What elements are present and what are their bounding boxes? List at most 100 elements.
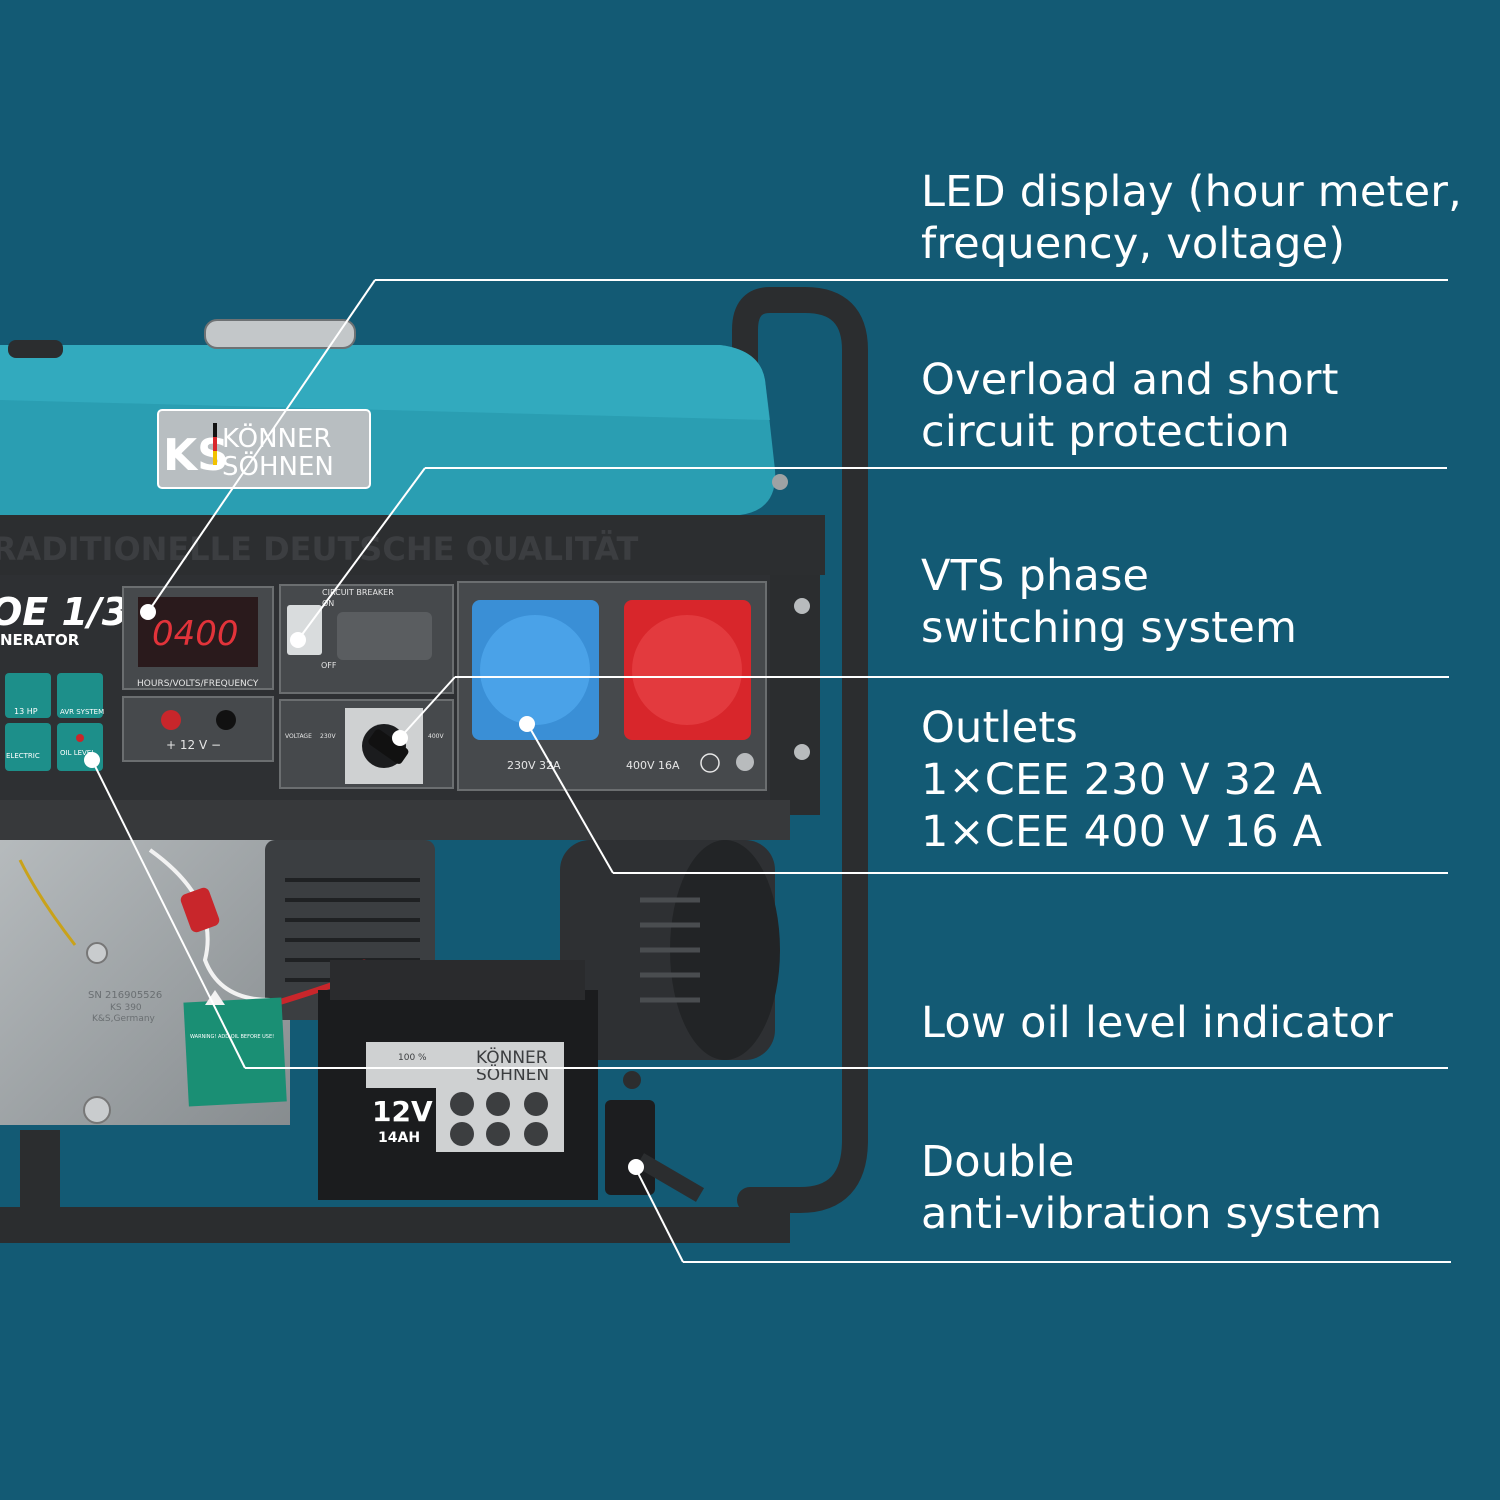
leader-vibration bbox=[634, 1166, 684, 1263]
housing-fins bbox=[640, 897, 700, 1003]
terminal-red bbox=[180, 887, 220, 933]
ground-icon bbox=[700, 753, 720, 773]
rule-oil bbox=[245, 1067, 1448, 1069]
rule-outlets bbox=[613, 872, 1448, 874]
leader-vts bbox=[397, 676, 456, 741]
callout-led-display: LED display (hour meter, frequency, volt… bbox=[921, 167, 1462, 269]
dot-vibration bbox=[628, 1159, 644, 1175]
base-rail bbox=[635, 1153, 705, 1202]
base-foot bbox=[20, 1130, 60, 1210]
warning-triangle-icon bbox=[205, 990, 225, 1005]
ground-terminal[interactable] bbox=[736, 753, 754, 771]
badge-hp bbox=[5, 673, 51, 718]
flag-gold bbox=[213, 451, 217, 465]
battery-brand-1: KÖNNER bbox=[476, 1046, 548, 1068]
vibration-mount bbox=[605, 1100, 655, 1195]
battery-qc: 100 % bbox=[398, 1053, 427, 1063]
leader-led-display bbox=[147, 279, 376, 613]
oil-warning-sticker bbox=[183, 997, 287, 1107]
breaker-window bbox=[337, 612, 432, 660]
vts-230: 230V bbox=[320, 733, 336, 740]
badge-avr-label: AVR SYSTEM bbox=[60, 708, 104, 716]
dc-terminal-plus[interactable] bbox=[161, 710, 181, 730]
mount-bolt bbox=[623, 1071, 641, 1089]
display-reading: 0400 bbox=[152, 614, 239, 654]
panel-frame-bar bbox=[0, 515, 825, 575]
dot-breaker bbox=[290, 632, 306, 648]
callout-outlets: Outlets 1×CEE 230 V 32 A 1×CEE 400 V 16 … bbox=[921, 703, 1323, 857]
battery-capacity: 14AH bbox=[378, 1130, 420, 1146]
dc-label: + 12 V − bbox=[166, 738, 221, 752]
breaker-off: OFF bbox=[321, 661, 337, 670]
brand-name-1: KÖNNER bbox=[222, 422, 331, 454]
rule-vts bbox=[455, 676, 1449, 678]
tagline: TRADITIONELLE DEUTSCHE QUALITÄT bbox=[0, 530, 639, 568]
socket-230v-face bbox=[480, 615, 590, 725]
callout-vts-switching: VTS phase switching system bbox=[921, 551, 1298, 653]
vts-handle[interactable] bbox=[367, 728, 410, 766]
leader-outlets bbox=[526, 722, 614, 874]
model-sub: NERATOR bbox=[0, 631, 80, 649]
leader-dots bbox=[84, 604, 644, 1175]
engine-bolt bbox=[83, 1096, 111, 1124]
panel-screw bbox=[794, 598, 810, 614]
display-caption: HOURS/VOLTS/FREQUENCY bbox=[137, 679, 259, 689]
callout-low-oil: Low oil level indicator bbox=[921, 998, 1394, 1048]
engine-serial: SN 216905526 bbox=[88, 990, 162, 1001]
panel-lower-lip bbox=[0, 800, 790, 840]
badge-oil-label: OIL LEVEL bbox=[60, 749, 95, 757]
battery-voltage: 12V bbox=[372, 1095, 433, 1128]
socket-400v-label: 400V 16A bbox=[626, 759, 680, 772]
dc-terminal-minus[interactable] bbox=[216, 710, 236, 730]
panel-side bbox=[770, 575, 820, 815]
brand-logo-mark: KS bbox=[163, 430, 229, 481]
badge-start bbox=[5, 723, 51, 771]
oil-warning-led bbox=[76, 734, 84, 742]
housing-end bbox=[670, 840, 780, 1060]
dc-plate bbox=[122, 696, 274, 762]
battery-voltage-box bbox=[366, 1088, 436, 1152]
engine-bolt bbox=[86, 942, 108, 964]
dot-vts bbox=[392, 730, 408, 746]
badge-hp-label: 13 HP bbox=[14, 707, 38, 716]
engine-model: KS 390 bbox=[110, 1003, 142, 1013]
panel-screw bbox=[794, 744, 810, 760]
leader-oil bbox=[91, 759, 246, 1069]
engine-origin: K&S,Germany bbox=[92, 1014, 156, 1024]
frame-tube bbox=[732, 287, 868, 1213]
brand-name-2: SÖHNEN bbox=[222, 450, 334, 482]
battery-top bbox=[330, 960, 585, 1000]
rule-breaker bbox=[425, 467, 1447, 469]
badge-avr bbox=[57, 673, 103, 718]
wire-yellow bbox=[18, 859, 77, 946]
leader-breaker bbox=[297, 467, 426, 641]
fuel-tank-highlight bbox=[0, 345, 770, 420]
callout-anti-vibration: Double anti-vibration system bbox=[921, 1137, 1383, 1239]
dot-oil bbox=[84, 752, 100, 768]
vts-400: 400V bbox=[428, 733, 444, 740]
flag-black bbox=[213, 423, 217, 437]
rule-vibration bbox=[683, 1261, 1451, 1263]
fuel-gauge bbox=[8, 340, 63, 358]
socket-400v-face bbox=[632, 615, 742, 725]
badge-start-label: ELECTRIC bbox=[6, 752, 40, 760]
callout-overload-protection: Overload and short circuit protection bbox=[921, 355, 1339, 457]
dot-led-display bbox=[140, 604, 156, 620]
warning-text: WARNING! ADD OIL BEFORE USE! bbox=[190, 1034, 274, 1040]
model-name: OE 1/3 bbox=[0, 590, 128, 634]
socket-230v-label: 230V 32A bbox=[507, 759, 561, 772]
wire-white bbox=[148, 848, 271, 1002]
breaker-on: ON bbox=[322, 599, 334, 608]
led-display bbox=[138, 597, 258, 667]
dot-outlets bbox=[519, 716, 535, 732]
battery-hazard-icons bbox=[450, 1092, 548, 1146]
breaker-title: CIRCUIT BREAKER bbox=[322, 588, 394, 597]
brand-plate bbox=[157, 409, 371, 489]
tank-bolt bbox=[772, 474, 788, 490]
leader-lines bbox=[91, 279, 684, 1263]
vts-label: VOLTAGE bbox=[285, 733, 312, 740]
flag-red bbox=[213, 437, 217, 451]
fuel-cap[interactable] bbox=[204, 319, 356, 349]
